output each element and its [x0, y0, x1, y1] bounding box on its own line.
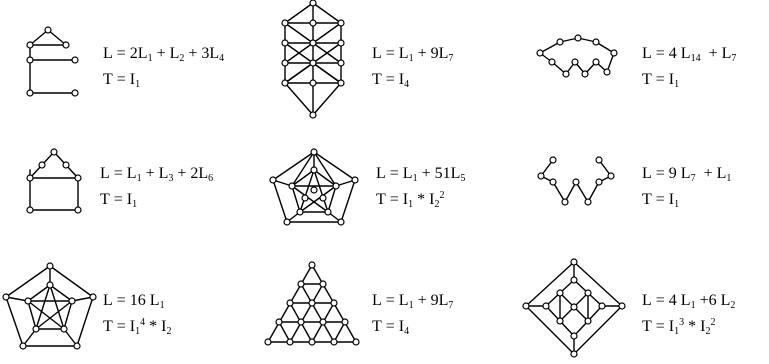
graph-4-label: L = L1 + L3 + 2L6 T = I1 [100, 165, 213, 217]
graph-3-L: L = 4 L14 + L7 [642, 45, 737, 64]
graph-8-T: T = I4 [372, 318, 410, 337]
graph-3-label: L = 4 L14 + L7 T = I1 [642, 45, 736, 97]
graph-7-L: L = 16 L1 [103, 292, 165, 311]
graph-4-L: L = L1 + L3 + 2L6 [100, 165, 214, 184]
graph-2-label: L = L1 + 9L7 T = I4 [372, 45, 453, 97]
graph-9-label: L = 4 L1 +6 L2 T = I13 * I22 [642, 292, 735, 344]
graph-1-T: T = I1 [103, 71, 141, 90]
graph-1-L: L = 2L1 + L2 + 3L4 [103, 45, 225, 64]
graph-7-label: L = 16 L1 T = I14 * I2 [103, 292, 171, 344]
graph-6-label: L = 9 L7 + L1 T = I1 [642, 165, 731, 217]
graph-8-label: L = L1 + 9L7 T = I4 [372, 292, 453, 344]
graph-7-T: T = I14 * I2 [103, 317, 172, 337]
graph-1-label: L = 2L1 + L2 + 3L4 T = I1 [103, 45, 224, 97]
graph-9-L: L = 4 L1 +6 L2 [642, 292, 736, 311]
graph-5-L: L = L1 + 51L5 [376, 165, 466, 184]
graph-6-T: T = I1 [642, 191, 680, 210]
graph-9-T: T = I13 * I22 [642, 317, 716, 337]
graph-2-T: T = I4 [372, 71, 410, 90]
graph-5-T: T = I1 * I22 [376, 190, 445, 210]
graph-4-T: T = I1 [100, 191, 138, 210]
graph-5-label: L = L1 + 51L5 T = I1 * I22 [376, 165, 465, 217]
graph-2-L: L = L1 + 9L7 [372, 45, 454, 64]
graph-3-T: T = I1 [642, 71, 680, 90]
graph-8-L: L = L1 + 9L7 [372, 292, 454, 311]
graph-6-L: L = 9 L7 + L1 [642, 165, 732, 184]
